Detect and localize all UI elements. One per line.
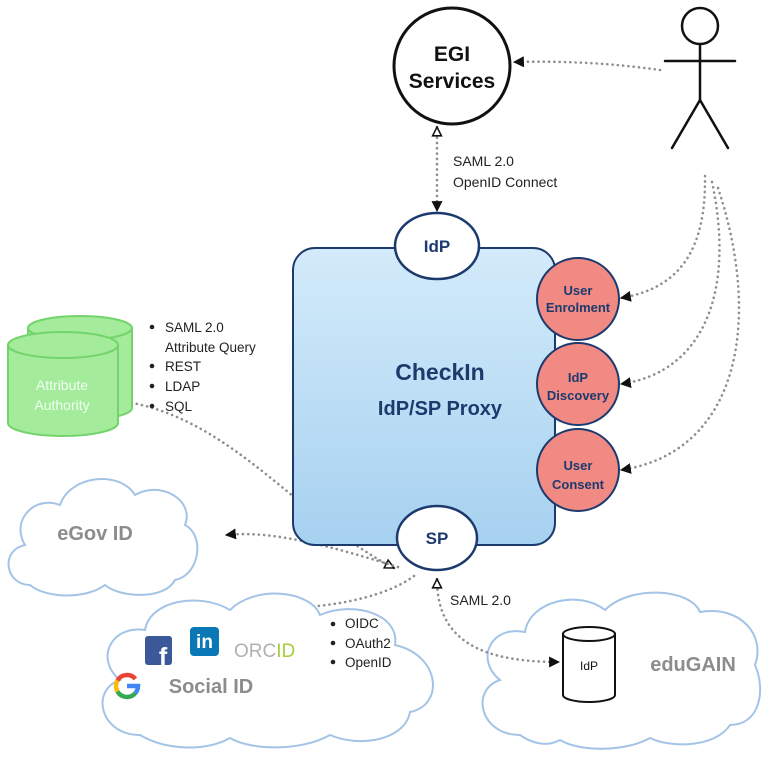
sp-port: SP — [395, 504, 479, 572]
user-actor-icon — [663, 6, 737, 150]
link-sp-to-edugain-idp — [437, 577, 561, 662]
bullet — [149, 383, 155, 389]
linkedin-icon: in — [190, 627, 219, 656]
bullet — [330, 640, 336, 646]
social-id-cloud: f in ORCID Social ID — [101, 592, 434, 749]
user-enrolment-circle — [536, 257, 620, 341]
orcid-logo-suffix: ID — [276, 641, 295, 662]
social-protocol-1: OIDC — [345, 616, 379, 631]
bullet — [330, 659, 336, 665]
edugain-idp-label: IdP — [580, 659, 598, 673]
attribute-authority-node: Attribute Authority — [7, 315, 133, 437]
sp-port-ellipse — [395, 504, 479, 572]
egi-services-label-line1: EGI — [434, 43, 470, 66]
facebook-icon: f — [145, 636, 172, 671]
egi-link-protocol-1: SAML 2.0 — [453, 153, 514, 169]
attribute-authority-front-cylinder — [7, 344, 119, 437]
egov-id-cloud: eGov ID — [7, 478, 199, 597]
checkin-proxy-title: CheckIn — [395, 359, 484, 385]
orcid-logo-prefix: ORC — [234, 641, 276, 662]
link-sp-to-attribute-authority — [118, 401, 394, 570]
user-consent-line1: User — [564, 458, 593, 473]
edugain-idp-cylinder-body — [562, 633, 616, 703]
social-id-cloud-shape — [101, 592, 434, 749]
link-user-to-user-enrolment — [619, 174, 707, 302]
idp-port: IdP — [393, 211, 481, 281]
google-icon — [113, 672, 141, 700]
sp-port-label: SP — [426, 529, 449, 548]
google-icon-blue-arc — [127, 683, 141, 695]
egi-services-node: EGI Services — [392, 6, 512, 126]
checkin-proxy-subtitle: IdP/SP Proxy — [378, 398, 503, 420]
user-consent-line2: Consent — [552, 477, 605, 492]
aa-protocol-3: LDAP — [165, 379, 200, 394]
idp-port-ellipse — [393, 211, 481, 281]
edugain-idp-cylinder-top — [562, 626, 616, 642]
aa-protocol-2: REST — [165, 359, 201, 374]
idp-discovery-line1: IdP — [568, 370, 589, 385]
linkedin-icon-square — [190, 627, 219, 656]
egov-id-cloud-shape — [7, 478, 199, 597]
idp-discovery-node: IdP Discovery — [536, 342, 620, 426]
link-user-to-egi-services — [512, 56, 662, 72]
orcid-logo: ORCID — [234, 641, 295, 662]
aa-protocol-4: SQL — [165, 399, 193, 414]
checkin-proxy-box — [292, 247, 556, 546]
aa-protocol-1-line2: Attribute Query — [165, 340, 256, 355]
attribute-authority-front-top — [7, 331, 119, 359]
linkedin-icon-letters: in — [196, 632, 213, 653]
bullet — [330, 621, 336, 627]
facebook-icon-letter: f — [159, 643, 168, 671]
facebook-icon-square — [145, 636, 172, 665]
social-protocol-3: OpenID — [345, 655, 392, 670]
link-user-to-user-consent — [619, 186, 741, 474]
user-consent-circle — [536, 428, 620, 512]
actor-right-leg — [698, 98, 730, 150]
egi-services-label-line2: Services — [409, 70, 495, 93]
social-protocol-2: OAuth2 — [345, 636, 391, 651]
actor-left-leg — [670, 98, 702, 150]
link-sp-to-egov-id — [224, 528, 400, 569]
edugain-cloud: IdP eduGAIN — [481, 591, 762, 750]
user-enrolment-line1: User — [564, 283, 593, 298]
bullet — [149, 324, 155, 330]
edugain-idp-cylinder: IdP — [562, 626, 616, 703]
attribute-authority-protocol-list: SAML 2.0 Attribute Query REST LDAP SQL — [149, 320, 256, 414]
idp-discovery-line2: Discovery — [547, 388, 610, 403]
link-user-to-idp-discovery — [619, 180, 721, 389]
attribute-authority-line2: Authority — [34, 397, 89, 413]
aa-protocol-1-line1: SAML 2.0 — [165, 320, 224, 335]
egov-id-label: eGov ID — [57, 523, 133, 545]
google-icon-green-arc — [115, 690, 138, 700]
user-consent-node: User Consent — [536, 428, 620, 512]
user-enrolment-line2: Enrolment — [546, 300, 611, 315]
idp-port-label: IdP — [424, 237, 450, 256]
user-enrolment-node: User Enrolment — [536, 257, 620, 341]
attribute-authority-line1: Attribute — [36, 377, 88, 393]
google-icon-red-arc — [115, 672, 138, 682]
bullet — [149, 403, 155, 409]
checkin-proxy-node: CheckIn IdP/SP Proxy — [292, 247, 556, 546]
social-id-protocol-list: OIDC OAuth2 OpenID — [330, 616, 392, 670]
google-icon-yellow-arc — [113, 679, 120, 693]
egi-link-protocol-2: OpenID Connect — [453, 174, 557, 190]
edugain-label: eduGAIN — [650, 654, 736, 676]
egi-services-circle — [392, 6, 512, 126]
edugain-protocol-label: SAML 2.0 — [450, 592, 511, 608]
social-id-label: Social ID — [169, 676, 253, 698]
idp-discovery-circle — [536, 342, 620, 426]
actor-head — [680, 6, 720, 46]
bullet — [149, 363, 155, 369]
